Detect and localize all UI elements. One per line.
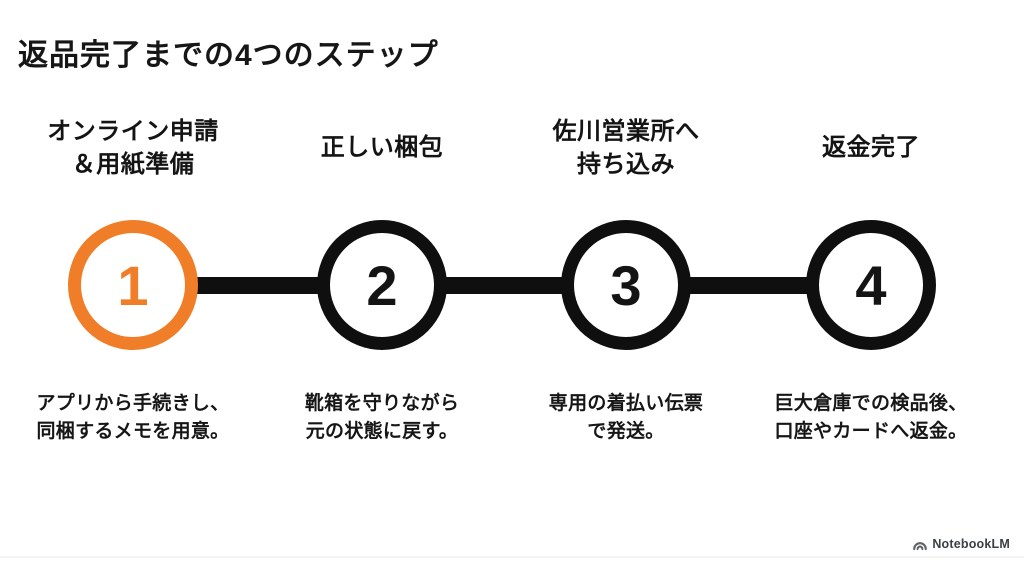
- step-3-circle: 3: [561, 220, 691, 350]
- step-2-number: 2: [366, 253, 398, 317]
- connector-line: [133, 277, 871, 294]
- step-2-title: 正しい梱包: [320, 134, 444, 162]
- step-4-title: 返金完了: [822, 134, 920, 162]
- notebooklm-logo-icon: [913, 539, 928, 550]
- step-3-number: 3: [610, 253, 642, 317]
- step-3-title: 佐川営業所へ 持ち込み: [552, 117, 700, 178]
- step-1-number: 1: [117, 253, 149, 317]
- step-3-description: 専用の着払い伝票 で発送。: [548, 393, 704, 443]
- step-4-number: 4: [855, 253, 887, 317]
- page-title: 返品完了までの4つのステップ: [18, 39, 439, 73]
- step-2-description: 靴箱を守りながら 元の状態に戻す。: [304, 393, 460, 443]
- brand-watermark: NotebookLM: [913, 537, 1010, 551]
- step-4-description: 巨大倉庫での検品後、 口座やカードへ返金。: [774, 393, 968, 443]
- brand-name: NotebookLM: [932, 537, 1010, 551]
- step-1-description: アプリから手続きし、 同梱するメモを用意。: [36, 393, 230, 443]
- step-1-circle: 1: [68, 220, 198, 350]
- frame-bottom-edge: [0, 556, 1024, 558]
- step-2-circle: 2: [317, 220, 447, 350]
- step-1-title: オンライン申請 ＆用紙準備: [47, 117, 219, 178]
- step-4-circle: 4: [806, 220, 936, 350]
